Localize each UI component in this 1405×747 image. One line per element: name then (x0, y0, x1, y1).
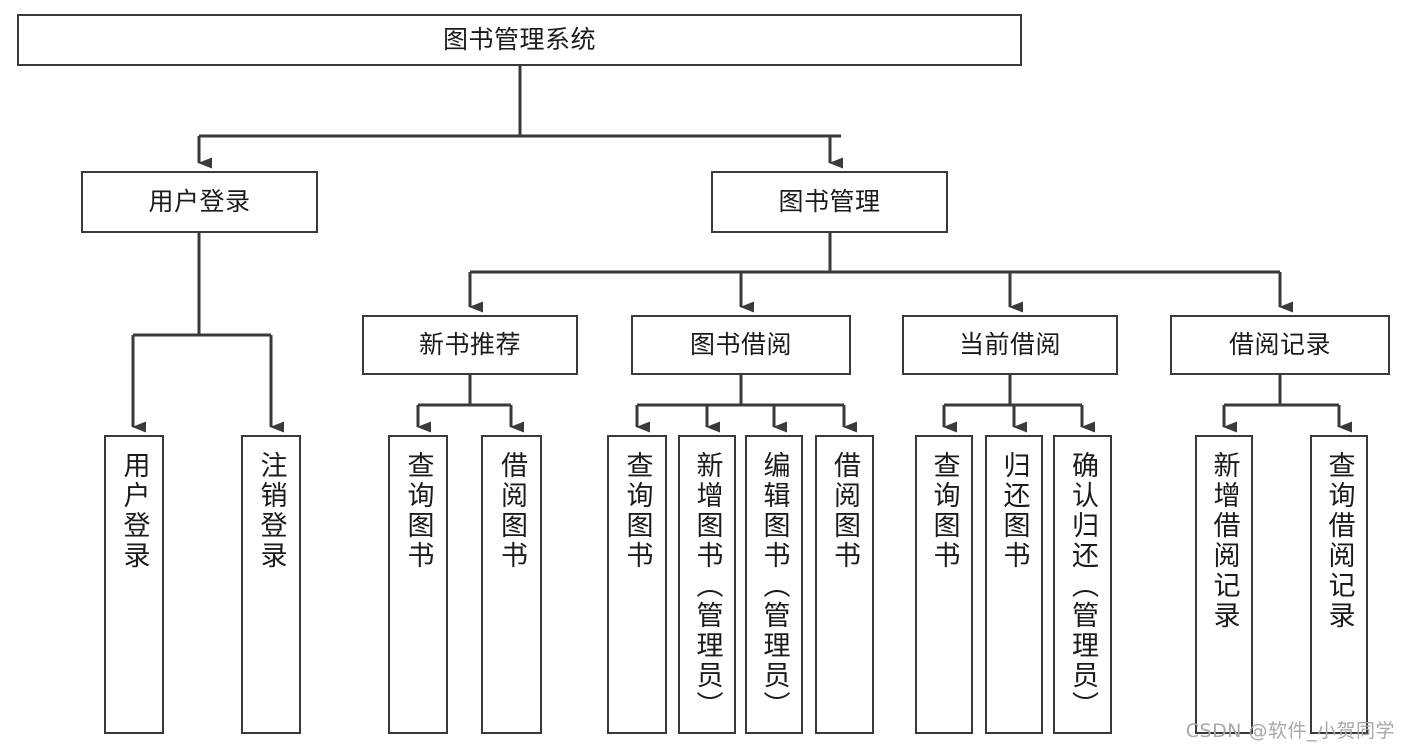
node-leaf-add-record-label: 新增借阅记录 (1208, 451, 1240, 631)
node-new-book-rec-label: 新书推荐 (418, 330, 521, 360)
node-root-label: 图书管理系统 (442, 25, 596, 55)
node-leaf-borrow-book-1[interactable]: 借阅图书 (481, 435, 542, 734)
node-root[interactable]: 图书管理系统 (17, 14, 1022, 66)
node-book-borrow-label: 图书借阅 (689, 330, 792, 360)
watermark: CSDN @软件_小贺同学 (1185, 720, 1395, 742)
node-leaf-borrow-book-2[interactable]: 借阅图书 (815, 435, 874, 734)
node-leaf-query-book-1[interactable]: 查询图书 (388, 435, 448, 734)
node-leaf-borrow-book-1-label: 借阅图书 (496, 451, 527, 571)
node-current-borrow-label: 当前借阅 (958, 330, 1061, 360)
node-leaf-query-book-3[interactable]: 查询图书 (915, 435, 973, 734)
node-current-borrow[interactable]: 当前借阅 (902, 315, 1118, 375)
node-leaf-query-book-2[interactable]: 查询图书 (607, 435, 667, 734)
node-borrow-record-label: 借阅记录 (1228, 330, 1331, 360)
node-leaf-query-book-1-label: 查询图书 (402, 451, 434, 571)
node-leaf-return-book-label: 归还图书 (998, 451, 1030, 571)
node-leaf-user-login-label: 用户登录 (118, 451, 150, 571)
node-leaf-user-login[interactable]: 用户登录 (104, 435, 164, 734)
node-leaf-edit-book-label: 编辑图书（管理员） (758, 451, 790, 721)
node-leaf-query-book-3-label: 查询图书 (928, 451, 960, 571)
node-borrow-record[interactable]: 借阅记录 (1170, 315, 1390, 375)
node-leaf-borrow-book-2-label: 借阅图书 (829, 451, 860, 571)
node-book-manage-label: 图书管理 (778, 187, 881, 217)
node-leaf-logout-label: 注销登录 (255, 451, 287, 571)
node-leaf-query-record-label: 查询借阅记录 (1323, 451, 1355, 631)
node-leaf-confirm-return-label: 确认归还（管理员） (1067, 451, 1098, 721)
node-leaf-add-record[interactable]: 新增借阅记录 (1195, 435, 1253, 734)
node-leaf-logout[interactable]: 注销登录 (241, 435, 301, 734)
node-book-borrow[interactable]: 图书借阅 (631, 315, 851, 375)
node-leaf-edit-book[interactable]: 编辑图书（管理员） (745, 435, 803, 734)
node-leaf-return-book[interactable]: 归还图书 (985, 435, 1043, 734)
node-book-manage[interactable]: 图书管理 (711, 171, 948, 233)
node-leaf-add-book-label: 新增图书（管理员） (691, 451, 723, 721)
node-leaf-add-book[interactable]: 新增图书（管理员） (678, 435, 736, 734)
node-leaf-query-record[interactable]: 查询借阅记录 (1310, 435, 1368, 734)
node-new-book-rec[interactable]: 新书推荐 (362, 315, 578, 375)
node-leaf-confirm-return[interactable]: 确认归还（管理员） (1053, 435, 1112, 734)
node-user-login-label: 用户登录 (148, 187, 251, 217)
node-leaf-query-book-2-label: 查询图书 (621, 451, 653, 571)
node-user-login[interactable]: 用户登录 (81, 171, 318, 233)
